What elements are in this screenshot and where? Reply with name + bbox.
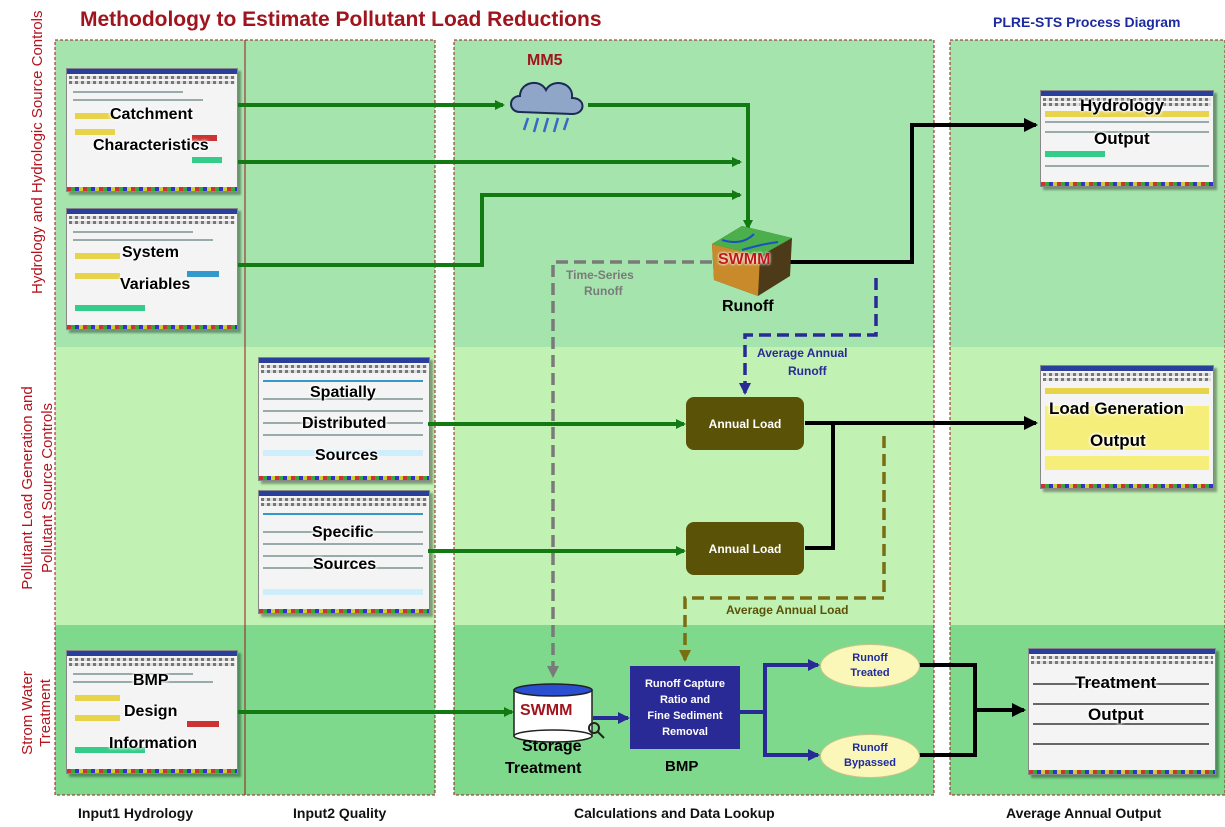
system-variables-screenshot[interactable] [66, 208, 238, 330]
runoff-bypassed-ellipse[interactable]: Runoff Bypassed [820, 734, 920, 778]
time-series-label-2: Runoff [584, 284, 623, 298]
storage-label-1: Storage [522, 738, 582, 755]
catchment-label-2: Characteristics [93, 137, 209, 154]
catchment-characteristics-screenshot[interactable] [66, 68, 238, 192]
panel-borders [54, 39, 1225, 796]
hydrology-output-label-2: Output [1094, 129, 1150, 148]
treatment-output-screenshot[interactable] [1028, 648, 1216, 775]
hydrology-output-screenshot[interactable] [1040, 90, 1214, 187]
annual-load-box-2[interactable]: Annual Load [686, 522, 804, 575]
treatment-output-label-1: Treatment [1075, 673, 1157, 692]
arrow-bypassed-to-treatment-output [918, 710, 977, 757]
runoff-treated-line-2: Treated [850, 667, 890, 679]
swmm-terrain-icon [712, 226, 792, 296]
annual-load-box-1[interactable]: Annual Load [686, 397, 804, 450]
mm5-label: MM5 [527, 52, 563, 69]
catchment-label-1: Catchment [110, 106, 193, 123]
arrow-treated-to-treatment-output [918, 663, 1026, 717]
bmp-box-line-4: Removal [662, 725, 708, 738]
swmm-runoff-logo-text: SWMM [718, 251, 771, 268]
arrow-bmp-to-bypassed [763, 712, 820, 761]
runoff-label: Runoff [722, 298, 774, 315]
column-label-calc: Calculations and Data Lookup [574, 805, 775, 821]
spatially-label-2: Distributed [302, 415, 387, 432]
avg-annual-runoff-label-1: Average Annual [757, 346, 848, 360]
diagram-title: Methodology to Estimate Pollutant Load R… [80, 8, 602, 31]
bmp-design-information-screenshot[interactable] [66, 650, 238, 774]
load-generation-output-label-2: Output [1090, 431, 1146, 450]
load-generation-output-screenshot[interactable] [1040, 365, 1214, 489]
bmp-box-line-2: Ratio and [659, 693, 711, 706]
spatially-label-1: Spatially [310, 384, 376, 401]
time-series-label-1: Time-Series [566, 268, 634, 282]
storage-tank-icon [513, 683, 605, 743]
bmp-box-line-1: Runoff Capture [644, 677, 726, 690]
bmp-box-line-3: Fine Sediment [647, 709, 723, 722]
avg-annual-load-label: Average Annual Load [726, 603, 849, 617]
bmp-design-label-2: Design [124, 703, 178, 720]
bmp-label: BMP [665, 758, 699, 775]
column-label-output: Average Annual Output [1006, 805, 1162, 821]
arrow-system-to-runoff [238, 190, 742, 267]
storage-label-2: Treatment [505, 760, 582, 777]
arrow-mm5-to-runoff [588, 103, 753, 230]
spatially-distributed-sources-screenshot[interactable] [258, 357, 430, 481]
spatially-label-3: Sources [315, 447, 379, 464]
dash-avg-annual-runoff [739, 278, 878, 395]
dash-avg-annual-load [679, 436, 886, 662]
bmp-box[interactable]: Runoff Capture Ratio and Fine Sediment R… [630, 666, 740, 749]
column-label-input1: Input1 Hydrology [78, 805, 194, 821]
runoff-treated-ellipse[interactable]: Runoff Treated [820, 644, 920, 688]
arrow-load2-to-load-output [805, 423, 835, 550]
arrow-bmp-to-treated [740, 659, 820, 714]
specific-sources-screenshot[interactable] [258, 490, 430, 614]
bmp-design-label-1: BMP [133, 672, 169, 689]
system-label-1: System [122, 244, 179, 261]
specific-label-2: Sources [313, 556, 377, 573]
arrow-runoff-to-hydrology-output [788, 118, 1038, 264]
cloud-icon [510, 81, 584, 133]
swmm-storage-logo-text: SWMM [520, 702, 573, 719]
avg-annual-runoff-label-2: Runoff [788, 364, 827, 378]
diagram-subtitle: PLRE-STS Process Diagram [993, 14, 1181, 30]
column-label-input2: Input2 Quality [293, 805, 387, 821]
dash-time-series-runoff [547, 260, 712, 678]
system-label-2: Variables [120, 276, 191, 293]
treatment-output-label-2: Output [1088, 705, 1144, 724]
runoff-bypassed-line-1: Runoff [852, 742, 888, 754]
hydrology-output-label-1: Hydrology [1080, 96, 1165, 115]
runoff-treated-line-1: Runoff [852, 652, 888, 664]
load-generation-output-label-1: Load Generation [1049, 399, 1185, 418]
specific-label-1: Specific [312, 524, 374, 541]
runoff-bypassed-line-2: Bypassed [844, 757, 896, 769]
bmp-design-label-3: Information [109, 735, 197, 752]
